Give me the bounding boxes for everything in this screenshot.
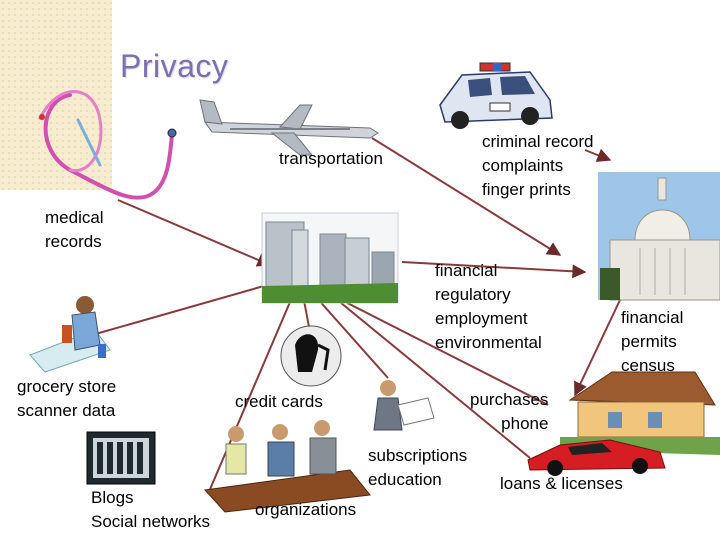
label-grocery-store: grocery store scanner data (17, 377, 117, 420)
person-phone-icon (280, 325, 342, 387)
label-purchases: purchases phone (470, 390, 549, 433)
label-loans-licenses: loans & licenses (500, 474, 623, 493)
stethoscope-icon (38, 90, 177, 200)
page-title: Privacy (120, 48, 229, 84)
arrow-house-to-city (310, 284, 549, 406)
label-financial-permits: financial permits census (621, 308, 684, 375)
arrow-car-to-city (316, 283, 531, 459)
label-medical-records: medical records (45, 208, 104, 251)
capitol-building-icon (598, 172, 720, 301)
airplane-icon (199, 99, 379, 156)
label-organizations: organizations (255, 500, 357, 519)
server-rack-icon (86, 431, 156, 485)
arrow-meeting-to-city (207, 286, 298, 495)
arrow-transport-to-police (371, 137, 562, 256)
police-car-icon (439, 62, 553, 129)
label-criminal-record: criminal record complaints finger prints (482, 132, 594, 199)
scientist-icon (29, 296, 111, 373)
arrow-capitol-to-house (574, 299, 621, 397)
label-blogs: Blogs Social networks (91, 488, 211, 531)
city-buildings-icon (261, 212, 399, 304)
arrow-medical-to-city (117, 199, 272, 267)
businessman-reading-icon (373, 380, 435, 431)
arrow-scientist-to-city (91, 274, 294, 336)
decorative-band (0, 0, 112, 190)
label-credit-cards: credit cards (235, 392, 323, 411)
label-transportation: transportation (279, 149, 383, 168)
label-subscriptions: subscriptions education (368, 446, 468, 489)
arrow-criminal-to-capitol (584, 148, 612, 162)
sports-car-icon (527, 439, 666, 476)
label-financial-center: financial regulatory employment environm… (435, 261, 542, 352)
arrow-city-to-capitol (401, 261, 587, 279)
business-meeting-icon (203, 420, 371, 513)
